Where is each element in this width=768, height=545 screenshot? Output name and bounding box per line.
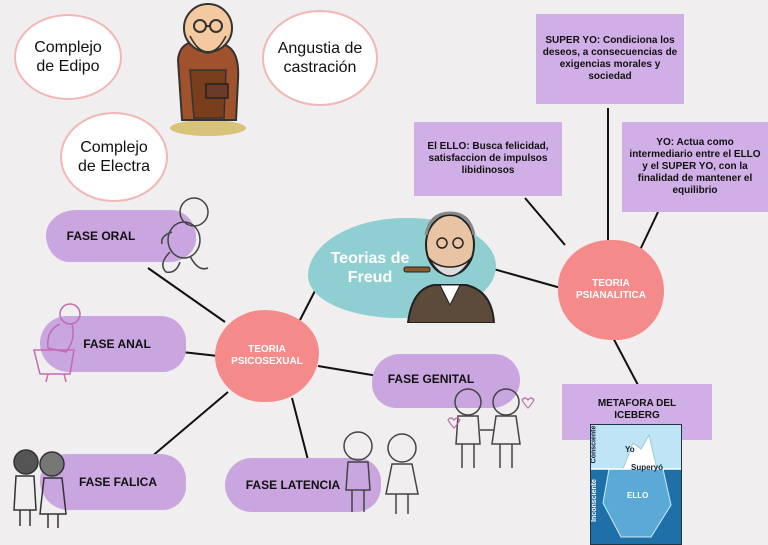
line-to-yo (639, 211, 659, 251)
couple-illustration (447, 388, 535, 468)
cloud-edipo-label: Complejo de Edipo (34, 39, 102, 75)
line-to-anal (181, 351, 219, 357)
phase-falica-label: FASE FALICA (78, 475, 157, 489)
freud-reading-illustration (170, 3, 246, 136)
hub-psicosexual-label: TEORIA PSICOSEXUAL (231, 344, 303, 367)
iceberg-yo: Yo (625, 445, 635, 454)
phase-anal: FASE ANAL (40, 316, 186, 372)
freud-portrait-illustration (403, 211, 496, 323)
phase-latencia-label: FASE LATENCIA (245, 478, 341, 492)
cloud-castracion-label: Angustia de castración (277, 40, 363, 76)
boy-girl-illustration (343, 431, 419, 514)
cloud-complejo-electra: Complejo de Electra (60, 112, 168, 202)
iceberg-superyo: Superyó (631, 463, 664, 472)
note-super-yo: SUPER YO: Condiciona los deseos, a conse… (536, 14, 684, 104)
phase-oral: FASE ORAL (46, 210, 196, 262)
iceberg-inconsciente: Inconsciente (590, 479, 598, 522)
note-yo-text: YO: Actua como intermediario entre el EL… (629, 137, 761, 196)
line-to-falica (149, 391, 229, 459)
line-to-latencia (291, 397, 309, 461)
phase-oral-label: FASE ORAL (66, 229, 136, 243)
note-ello: El ELLO: Busca felicidad, satisfaccion d… (414, 122, 562, 196)
line-center-psianalitica (489, 267, 569, 291)
iceberg-graphic (591, 425, 681, 544)
note-metafora-text: METAFORA DEL ICEBERG (597, 398, 677, 421)
note-super-yo-text: SUPER YO: Condiciona los deseos, a conse… (542, 35, 678, 82)
phase-latencia: FASE LATENCIA (225, 458, 381, 512)
cloud-complejo-edipo: Complejo de Edipo (14, 14, 122, 100)
phase-anal-label: FASE ANAL (83, 337, 151, 351)
iceberg-consciente: Consciente (590, 425, 598, 464)
phase-genital: FASE GENITAL (372, 354, 520, 408)
hub-psianalitica-label: TEORIA PSIANALITICA (576, 278, 646, 301)
note-ello-text: El ELLO: Busca felicidad, satisfaccion d… (427, 141, 549, 176)
line-to-metafora (609, 331, 639, 386)
center-title: Teorias de Freud (330, 250, 410, 286)
line-to-genital (317, 365, 379, 377)
hub-teoria-psicosexual: TEORIA PSICOSEXUAL (215, 310, 319, 402)
child-potty-illustration (33, 303, 81, 383)
hub-teoria-psianalitica: TEORIA PSIANALITICA (558, 240, 664, 340)
children-illustration (13, 449, 67, 528)
phase-genital-label: FASE GENITAL (387, 372, 475, 386)
line-to-oral (147, 267, 226, 323)
cloud-angustia-castracion: Angustia de castración (262, 10, 378, 106)
note-yo: YO: Actua como intermediario entre el EL… (622, 122, 768, 212)
iceberg-ello: ELLO (627, 491, 649, 500)
cloud-electra-label: Complejo de Electra (77, 139, 151, 175)
line-to-ello (524, 197, 566, 246)
baby-illustration (160, 197, 209, 274)
iceberg-image: Consciente Inconsciente Yo Superyó ELLO (590, 424, 682, 545)
